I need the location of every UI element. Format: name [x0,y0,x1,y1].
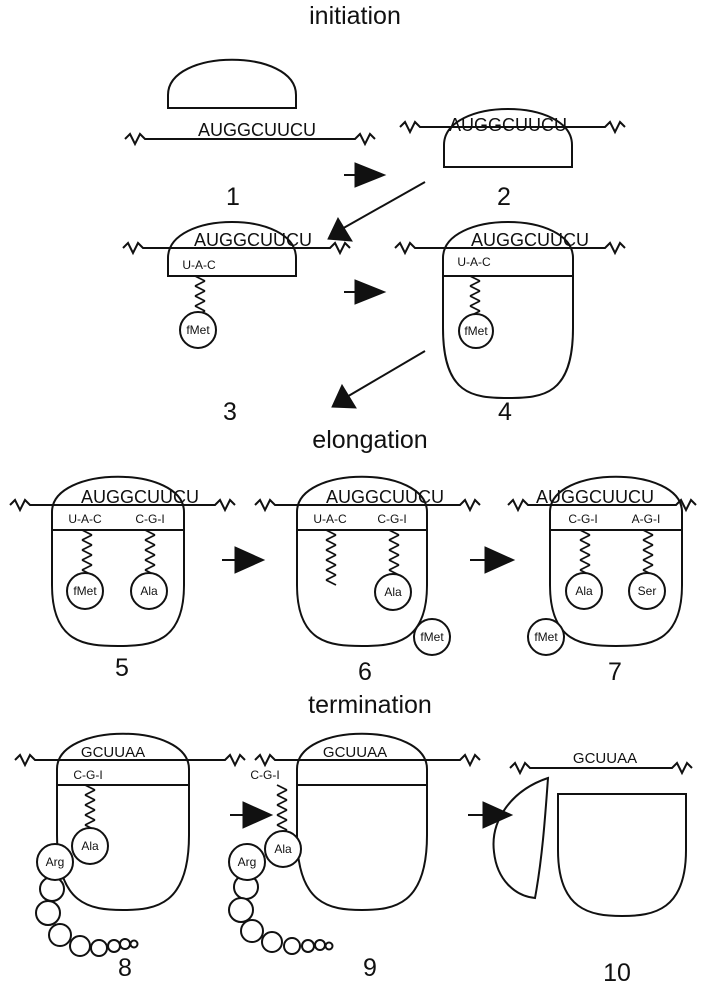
amino-acid-label-1: fMet [73,584,97,598]
peptide-bead [229,898,253,922]
step-number-1: 1 [226,183,240,211]
mrna-sequence: GCUUAA [81,744,145,761]
amino-acid-label: fMet [464,324,488,338]
anticodon-2: C-G-I [135,512,164,526]
peptide-bead [131,941,138,948]
anticodon-1: U-A-C [313,512,347,526]
mrna-sequence: AUGGCUUCU [194,230,312,250]
step-1: AUGGCUUCU 1 [125,60,375,211]
step-number-8: 8 [118,954,132,982]
released-amino-acid-label: fMet [534,630,558,644]
mrna-sequence: AUGGCUUCU [81,487,199,507]
arrow-1-to-2 [344,163,385,187]
dissociated-small-subunit [494,778,548,898]
amino-acid-label: Ala [384,585,402,599]
peptide-bead [262,932,282,952]
step-4: AUGGCUUCU U-A-C fMet 4 [395,222,625,426]
arg-amino-acid-label: Arg [46,855,65,869]
step-9: GCUUAA C-G-I Ala Arg 9 [229,734,480,982]
arrow-3-to-4 [344,280,385,304]
step-3: AUGGCUUCU U-A-C fMet 3 [123,222,350,426]
step-6: AUGGCUUCU U-A-C C-G-I Ala fMet 6 [255,477,480,686]
large-ribosomal-subunit [297,785,427,910]
mrna-sequence: AUGGCUUCU [471,230,589,250]
anticodon-2: A-G-I [632,512,661,526]
step-10: GCUUAA 10 [494,750,692,986]
anticodon: U-A-C [182,258,216,272]
peptide-bead [91,940,107,956]
arg-amino-acid-label: Arg [238,855,257,869]
amino-acid-label-1: Ala [575,584,593,598]
step-number-10: 10 [603,959,631,986]
anticodon: C-G-I [73,768,102,782]
anticodon-1: C-G-I [568,512,597,526]
step-number-3: 3 [223,398,237,426]
amino-acid-label-2: Ala [140,584,158,598]
step-7: AUGGCUUCU C-G-I A-G-I Ala Ser fMet 7 [508,477,696,686]
mrna-sequence: AUGGCUUCU [198,120,316,140]
peptide-bead [120,939,130,949]
peptide-bead [284,938,300,954]
mrna-sequence: AUGGCUUCU [536,487,654,507]
amino-acid-label: fMet [186,323,210,337]
peptide-bead [70,936,90,956]
arrow-2-to-3 [328,182,425,241]
peptide-bead [326,943,333,950]
anticodon-1: U-A-C [68,512,102,526]
released-amino-acid-label: fMet [420,630,444,644]
mrna-sequence: AUGGCUUCU [326,487,444,507]
mrna-sequence: AUGGCUUCU [449,115,567,135]
step-number-7: 7 [608,658,622,686]
amino-acid-label-2: Ser [638,584,657,598]
amino-acid-label: Ala [274,842,292,856]
peptide-bead [315,940,325,950]
arrow-4-to-5 [332,351,425,408]
anticodon: U-A-C [457,255,491,269]
peptide-bead [49,924,71,946]
step-number-5: 5 [115,654,129,682]
section-title-termination: termination [308,691,432,719]
dissociated-large-subunit [558,794,686,916]
peptide-bead [241,920,263,942]
arrow-5-to-6 [222,547,264,573]
step-2: AUGGCUUCU 2 [400,109,625,211]
anticodon-2: C-G-I [377,512,406,526]
mrna-sequence: GCUUAA [573,750,637,767]
anticodon: C-G-I [250,768,279,782]
section-title-initiation: initiation [309,2,401,30]
arrow-6-to-7 [470,547,514,573]
step-number-9: 9 [363,954,377,982]
section-title-elongation: elongation [312,426,427,454]
step-5: AUGGCUUCU U-A-C C-G-I fMet Ala 5 [10,477,235,682]
arrow-8-to-9 [230,802,272,828]
peptide-bead [302,940,314,952]
peptide-bead [108,940,120,952]
step-number-4: 4 [498,398,512,426]
small-ribosomal-subunit [168,60,296,108]
step-8: GCUUAA C-G-I Ala Arg 8 [15,734,245,982]
amino-acid-label: Ala [81,839,99,853]
step-number-2: 2 [497,183,511,211]
peptide-bead [36,901,60,925]
mrna-sequence: GCUUAA [323,744,387,761]
step-number-6: 6 [358,658,372,686]
